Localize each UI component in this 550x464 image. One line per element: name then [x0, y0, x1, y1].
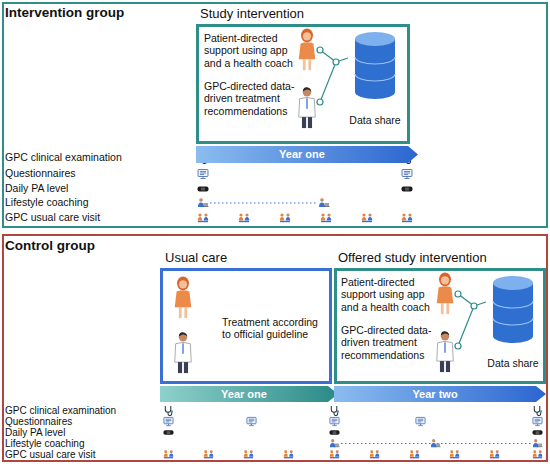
- arrow-body: [160, 386, 338, 402]
- visit-icon: [533, 450, 543, 457]
- box-heading: Study intervention: [200, 6, 405, 21]
- arrow-label: Year one: [160, 386, 328, 402]
- visit-icon: [164, 450, 174, 457]
- questionnaire-icon: [533, 417, 542, 425]
- box-text: GPC-directed data-driven treatment recom…: [341, 324, 437, 361]
- group-box: Intervention groupStudy interventionPati…: [2, 2, 548, 228]
- row-label: GPC usual care visit: [5, 212, 100, 224]
- coaching-icon: [533, 439, 543, 447]
- gp-figure: [175, 332, 192, 373]
- cylinder-body: [493, 283, 533, 343]
- box-heading: Offered study intervention: [338, 250, 546, 265]
- row-label: GPC usual care visit: [5, 449, 96, 460]
- schedule-icons: [198, 153, 413, 222]
- visit-icon: [490, 450, 500, 457]
- questionnaire-icon: [402, 170, 412, 179]
- group-title: Intervention group: [5, 5, 225, 21]
- patient-figure: [437, 272, 454, 314]
- activity-tracker-icon: [329, 430, 339, 435]
- exam-icon: [534, 406, 542, 416]
- data-link-icon: [317, 47, 348, 105]
- exam-icon: [165, 406, 173, 416]
- group-box: Control groupUsual careTreatment accordi…: [2, 234, 548, 462]
- timeline-arrow: Year one: [160, 386, 338, 402]
- cylinder-top: [355, 32, 395, 46]
- row-label: Daily PA level: [5, 183, 68, 195]
- visit-icon: [402, 213, 412, 221]
- activity-tracker-icon: [163, 430, 173, 435]
- questionnaire-icon: [416, 417, 425, 425]
- cylinder-shape: [346, 30, 404, 102]
- data-cylinder: Data share: [346, 30, 404, 130]
- row-label: GPC clinical examination: [5, 152, 122, 164]
- intervention-box: Study interventionPatient-directed suppo…: [196, 24, 410, 144]
- cylinder-band: [493, 318, 533, 325]
- arrow-body: [334, 386, 546, 402]
- questionnaire-icon: [330, 417, 339, 425]
- visit-icon: [284, 450, 294, 457]
- visit-icon: [244, 450, 254, 457]
- gp-figure: [437, 331, 454, 372]
- cylinder-body: [355, 39, 395, 99]
- usual-care-box: Usual careTreatment according to officia…: [160, 268, 332, 384]
- coaching-icon: [319, 198, 330, 207]
- cylinder-shape: [484, 274, 542, 346]
- activity-tracker-icon: [402, 187, 413, 192]
- box-text: Patient-directed support using app and a…: [204, 32, 300, 69]
- box-text: Patient-directed support using app and a…: [341, 276, 437, 313]
- cylinder-label: Data share: [484, 357, 542, 369]
- box-heading: Usual care: [165, 250, 330, 265]
- exam-icon: [331, 406, 339, 416]
- visit-icon: [204, 450, 214, 457]
- visit-icon: [321, 213, 331, 221]
- row-label: Lifestyle coaching: [5, 438, 85, 449]
- arrow-label: Year one: [196, 146, 408, 163]
- row-label: Questionnaires: [5, 416, 72, 427]
- cylinder-band: [355, 57, 395, 64]
- arrow-label: Year two: [334, 386, 536, 402]
- cylinder-band: [493, 301, 533, 308]
- coaching-icon: [330, 439, 340, 447]
- coaching-icon: [431, 439, 441, 447]
- coaching-icon: [198, 198, 209, 207]
- visit-icon: [370, 450, 380, 457]
- visit-icon: [362, 213, 372, 221]
- visit-icon: [280, 213, 290, 221]
- cylinder-band: [355, 74, 395, 81]
- patient-figure: [175, 276, 192, 318]
- timeline-arrow: Year two: [334, 386, 546, 402]
- questionnaire-icon: [247, 417, 256, 425]
- questionnaire-icon: [164, 417, 173, 425]
- coaching-dotted-line: [210, 202, 316, 203]
- box-text: Treatment according to official guidelin…: [222, 316, 328, 341]
- row-label: GPC clinical examination: [5, 405, 116, 416]
- schedule-icons: [163, 406, 542, 458]
- row-label: Lifestyle coaching: [5, 197, 88, 209]
- data-link-icon: [455, 291, 486, 349]
- activity-tracker-icon: [532, 430, 542, 435]
- activity-tracker-icon: [198, 187, 209, 192]
- gp-figure: [299, 87, 316, 128]
- row-label: Questionnaires: [5, 168, 76, 180]
- cylinder-label: Data share: [346, 114, 404, 126]
- visit-icon: [198, 213, 208, 221]
- box-text: GPC-directed data-driven treatment recom…: [204, 80, 300, 117]
- row-label: Daily PA level: [5, 427, 65, 438]
- visit-icon: [330, 450, 340, 457]
- data-cylinder: Data share: [484, 274, 542, 374]
- visit-icon: [239, 213, 249, 221]
- intervention-box: Offered study interventionPatient-direct…: [334, 268, 546, 384]
- visit-icon: [450, 450, 460, 457]
- questionnaire-icon: [198, 170, 208, 179]
- patient-figure: [299, 28, 316, 70]
- visit-icon: [410, 450, 420, 457]
- timeline-arrow: Year one: [196, 146, 418, 163]
- cylinder-top: [493, 276, 533, 290]
- arrow-body: [196, 146, 418, 163]
